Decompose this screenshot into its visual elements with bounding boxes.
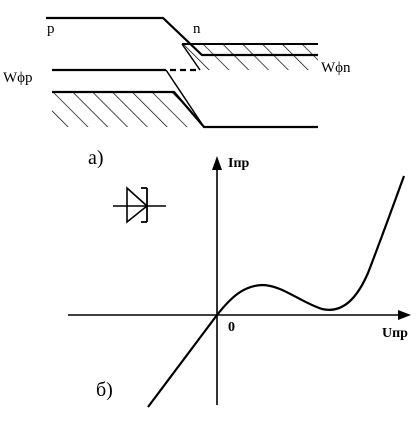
band-diagram: p n Wϕp Wϕn а) — [3, 16, 351, 169]
label-n: n — [193, 21, 201, 37]
origin-label: 0 — [228, 320, 235, 335]
n-side-filled-states — [182, 44, 318, 70]
label-p: p — [47, 21, 55, 37]
tunnel-diode-symbol-icon — [113, 186, 166, 224]
panel-label-b: б) — [96, 379, 113, 401]
iv-curve — [147, 175, 406, 408]
n-side-hatch-slope — [181, 43, 201, 71]
p-side-filled-states — [52, 92, 204, 127]
x-axis-label: Uпр — [382, 326, 408, 341]
x-axis-arrow — [398, 310, 411, 320]
label-fermi-n: Wϕn — [321, 60, 351, 76]
y-axis-arrow — [212, 156, 222, 170]
y-axis-label: Iпр — [228, 156, 250, 171]
iv-diagram: Iпр Uпр 0 б) — [68, 156, 411, 408]
label-fermi-p: Wϕp — [3, 70, 33, 86]
panel-label-a: а) — [88, 147, 104, 169]
p-side-hatch-slope — [165, 69, 205, 128]
